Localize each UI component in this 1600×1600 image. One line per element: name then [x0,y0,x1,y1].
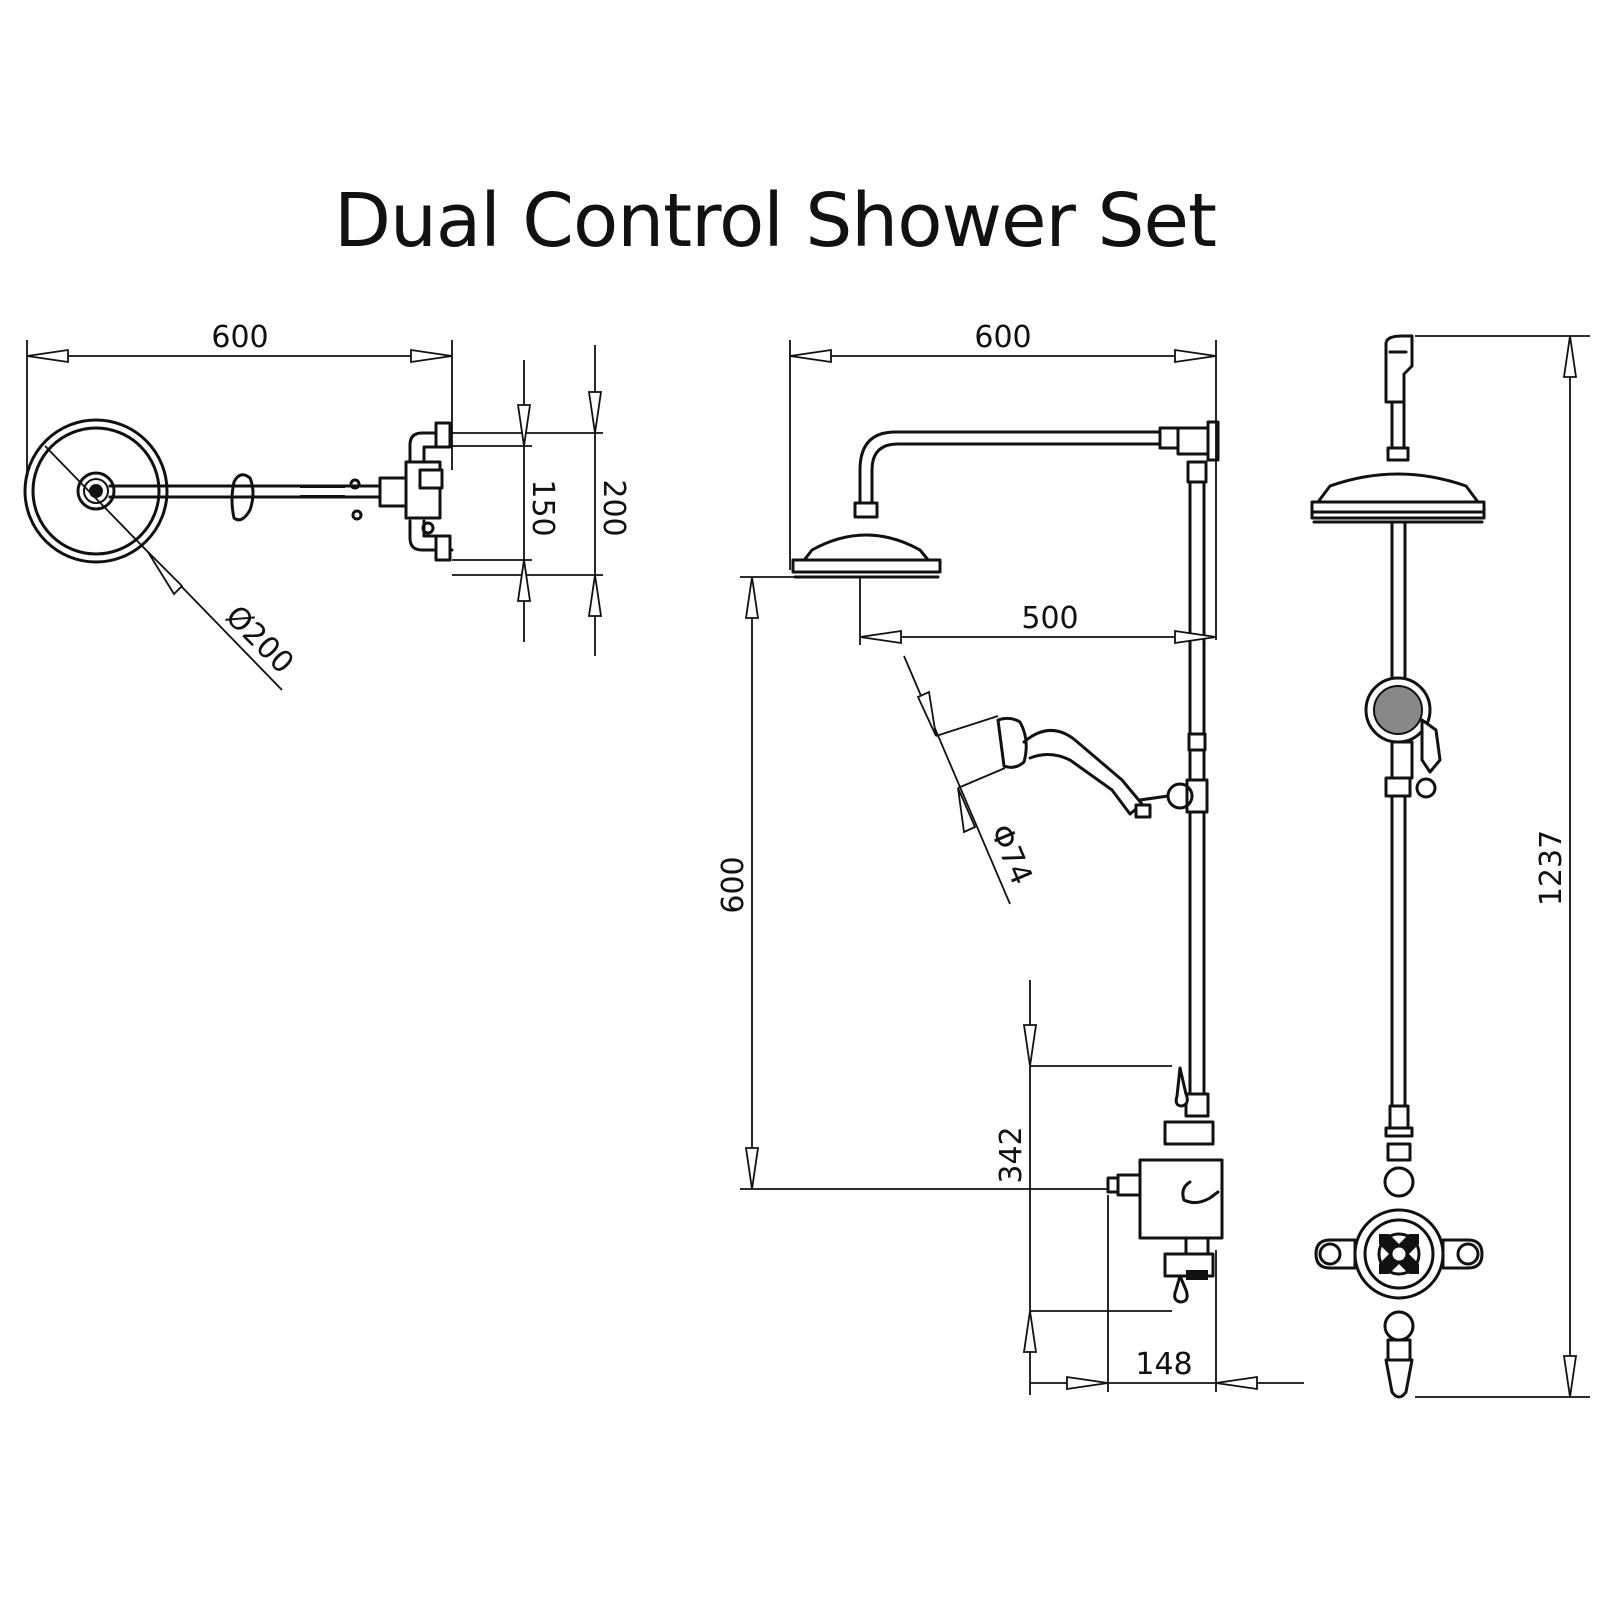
front-view: 1237 [1310,334,1590,1399]
side-valve-joint [1184,1092,1210,1118]
page-title: Dual Control Shower Set [334,178,1217,264]
side-rose-connector [853,501,879,519]
side-height-label: 600 [716,856,751,913]
plan-outer-spacing-label: 200 [596,479,631,536]
handset-diameter-label: Φ74 [983,819,1039,890]
overall-height-label: 1237 [1534,830,1569,906]
valve-height-label: 342 [994,1126,1029,1183]
plan-elbow-bottom [408,519,454,552]
plan-handset [230,473,255,522]
side-arm-reach-label: 500 [1021,601,1078,636]
plan-rose-hub-outer [76,471,116,511]
plan-rose-hub-center [89,484,103,498]
valve-depth-label: 148 [1135,1347,1192,1382]
plan-shower-rose-outer [23,418,169,564]
front-wall-bracket [1384,334,1414,404]
front-left-handle [1314,1238,1357,1270]
handset-diameter-leader [903,655,1011,905]
side-width-label: 600 [974,320,1031,355]
side-view: 600 500 600 Φ74 342 148 [716,320,1304,1395]
plan-width-label: 600 [211,320,268,355]
front-right-handle [1441,1238,1484,1270]
side-handset-holder [1185,778,1209,814]
plan-diameter-label: Ø200 [218,599,300,681]
plan-inner-spacing-label: 150 [525,479,560,536]
plan-elbow-top [408,431,454,463]
side-arm [858,430,1170,505]
front-shower-rose [1316,472,1480,504]
plan-view: 600 Ø200 150 200 [23,320,631,691]
side-handset-head [996,716,1028,769]
plan-shower-rose-inner [31,426,161,556]
side-valve-top-handle [1174,1066,1189,1108]
plan-rose-hub-mid [83,478,109,504]
side-valve-bottom-handle [1173,1274,1189,1304]
side-hose-connector [1138,794,1170,802]
side-riser-joint-top [1186,460,1208,484]
front-bottom-handle [1384,1358,1414,1399]
